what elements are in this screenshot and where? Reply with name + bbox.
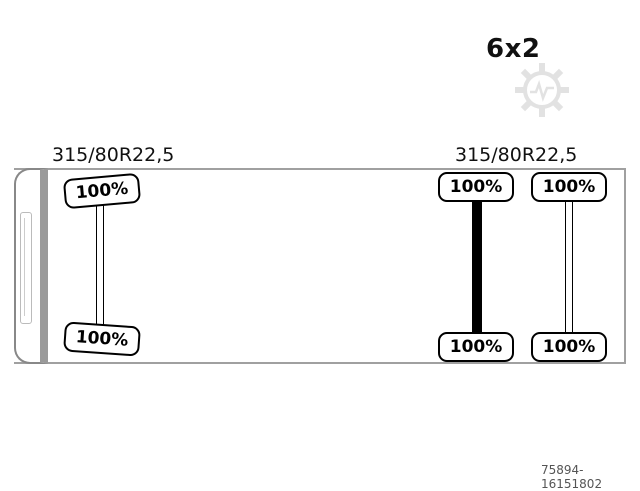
cab-window (20, 212, 32, 324)
tire-rear2-top: 100% (531, 172, 607, 202)
front-tire-size: 315/80R22,5 (52, 144, 175, 166)
cab-window-line (24, 218, 29, 316)
tag-axle (565, 201, 573, 333)
tire-rear1-bottom: 100% (438, 332, 514, 362)
rear-tire-size: 315/80R22,5 (455, 144, 578, 166)
tire-front-right: 100% (63, 321, 141, 357)
cab-outline (14, 168, 48, 364)
reference-id: 75894-16151802 (541, 463, 603, 491)
tire-rear2-bottom: 100% (531, 332, 607, 362)
gear-logo-icon (515, 63, 569, 117)
chassis-outline (14, 168, 626, 364)
drive-axle (472, 201, 482, 333)
tire-rear1-top: 100% (438, 172, 514, 202)
axle-configuration-label: 6x2 (486, 34, 541, 64)
front-axle (96, 205, 104, 327)
